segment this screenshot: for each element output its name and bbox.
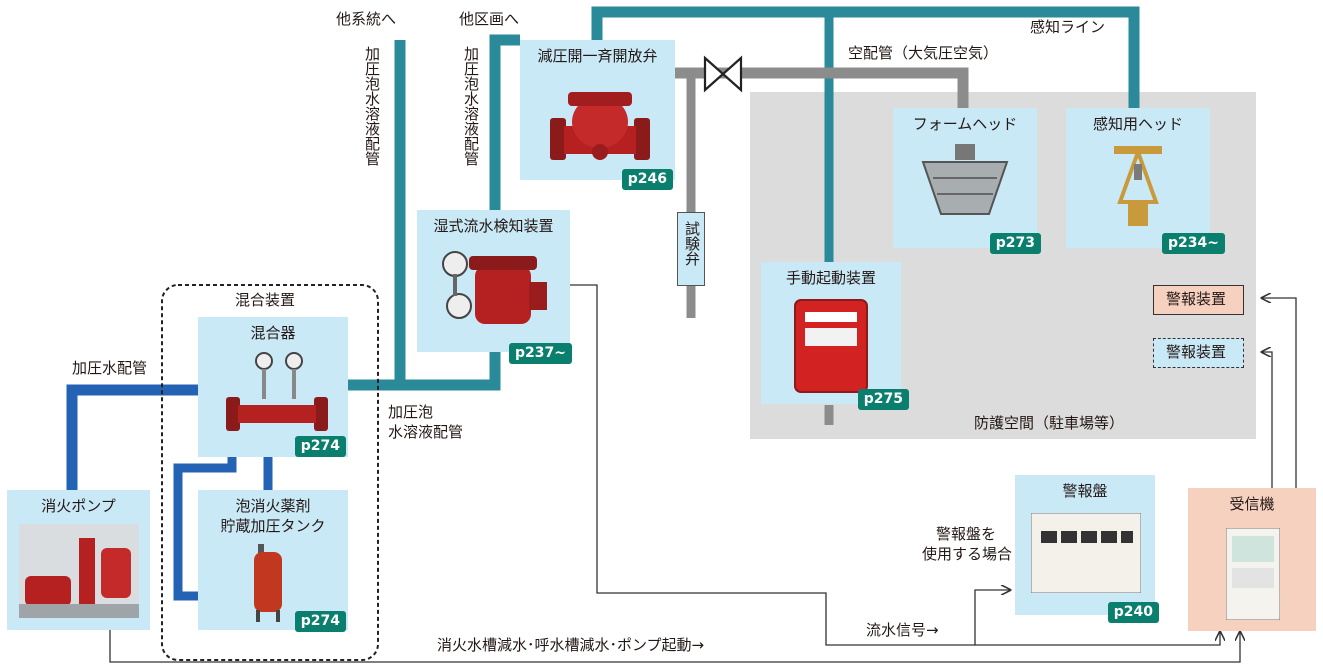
tank-title-2: 貯蔵加圧タンク xyxy=(220,517,326,535)
mixing-unit-outline xyxy=(161,284,379,661)
manual-start-title: 手動起動装置 xyxy=(785,269,876,287)
tank-signal-line xyxy=(109,630,1240,663)
label-air-pipe: 空配管（大気圧空気） xyxy=(848,44,999,62)
pressurized-water-pipe xyxy=(66,384,200,490)
release-valve-image xyxy=(550,92,650,160)
alarm-signal-line-1 xyxy=(1262,298,1297,488)
air-pipe xyxy=(675,67,969,108)
label-protected-space: 防護空間（駐車場等） xyxy=(974,414,1125,432)
label-to-other-system: 他系統へ xyxy=(336,10,397,28)
mixer-title: 混合器 xyxy=(250,324,296,342)
mixer-image xyxy=(226,352,328,431)
mixer-box[interactable]: 混合器 p274 xyxy=(198,317,348,457)
wet-detector-title: 湿式流水検知装置 xyxy=(433,217,554,235)
alarm-device-2-label: 警報装置 xyxy=(1166,343,1227,361)
label-panel-note-2: 使用する場合 xyxy=(922,545,1013,563)
label-sensing-line: 感知ライン xyxy=(1030,18,1106,36)
foam-pipe-riser xyxy=(489,34,520,210)
valve-box[interactable]: 減圧開一斉開放弁 p246 xyxy=(520,40,675,190)
alarm-device-1-label: 警報装置 xyxy=(1166,290,1227,308)
valve-title: 減圧開一斉開放弁 xyxy=(537,47,658,65)
flow-signal-to-receiver xyxy=(975,632,1220,646)
label-panel-note-1: 警報盤を xyxy=(936,525,997,543)
tank-page-badge[interactable]: p274 xyxy=(294,611,346,632)
tank-feed-pipe xyxy=(173,455,237,601)
sensing-line xyxy=(591,6,1140,110)
tank-image xyxy=(254,544,282,622)
wet-detector-image xyxy=(442,251,547,324)
receiver-image xyxy=(1226,528,1280,620)
pump-title: 消火ポンプ xyxy=(41,497,116,515)
wet-detector-page-badge[interactable]: p237~ xyxy=(509,343,572,364)
gate-valve-symbol xyxy=(703,55,743,93)
test-valve-box: 試験弁 xyxy=(677,212,705,286)
label-pressurized-foam-pipe-mid: 加圧泡水溶液配管 xyxy=(462,46,480,166)
label-tank-signal: 消火水槽減水･呼水槽減水･ポンプ起動→ xyxy=(437,636,705,654)
alarm-panel-image xyxy=(1031,513,1141,593)
sensing-head-box[interactable]: 感知用ヘッド p234~ xyxy=(1066,108,1225,254)
label-to-other-zone: 他区画へ xyxy=(459,10,520,28)
label-pressurized-foam-pipe-left: 加圧泡水溶液配管 xyxy=(363,46,381,166)
alarm-device-2[interactable]: 警報装置 xyxy=(1153,338,1244,368)
valve-page-badge[interactable]: p246 xyxy=(621,169,673,190)
pump-image xyxy=(19,524,139,618)
foam-head-page-badge[interactable]: p273 xyxy=(989,233,1041,254)
sensing-head-page-badge[interactable]: p234~ xyxy=(1162,233,1225,254)
mixer-page-badge[interactable]: p274 xyxy=(294,436,346,457)
label-mixing-unit: 混合装置 xyxy=(235,291,296,309)
test-valve-label: 試験弁 xyxy=(683,221,701,266)
tank-box[interactable]: 泡消火薬剤 貯蔵加圧タンク p274 xyxy=(198,490,348,632)
receiver-box[interactable]: 受信機 xyxy=(1188,488,1316,631)
foam-head-title: フォームヘッド xyxy=(912,115,1018,133)
flow-signal-line xyxy=(570,284,1010,646)
manual-start-box[interactable]: 手動起動装置 p275 xyxy=(761,262,909,410)
foam-solution-pipe xyxy=(338,352,501,391)
manual-start-image xyxy=(794,299,868,393)
manual-start-page-badge[interactable]: p275 xyxy=(857,389,909,410)
alarm-device-1[interactable]: 警報装置 xyxy=(1153,285,1244,315)
wet-detector-box[interactable]: 湿式流水検知装置 p237~ xyxy=(417,210,572,364)
label-foam-pipe-bottom-2: 水溶液配管 xyxy=(388,423,464,441)
label-foam-pipe-bottom-1: 加圧泡 xyxy=(388,403,434,421)
alarm-panel-title: 警報盤 xyxy=(1062,482,1108,500)
label-pressurized-water-pipe: 加圧水配管 xyxy=(72,359,148,377)
tank-title-1: 泡消火薬剤 xyxy=(235,497,311,515)
alarm-signal-line-2 xyxy=(1262,352,1273,488)
alarm-panel-page-badge[interactable]: p240 xyxy=(1107,602,1159,623)
receiver-title: 受信機 xyxy=(1229,495,1275,513)
pump-box[interactable]: 消火ポンプ xyxy=(7,490,150,630)
foam-head-box[interactable]: フォームヘッド p273 xyxy=(893,108,1041,254)
label-flow-signal: 流水信号→ xyxy=(866,621,939,639)
sensing-head-title: 感知用ヘッド xyxy=(1092,115,1183,133)
alarm-panel-box[interactable]: 警報盤 p240 xyxy=(1015,475,1159,623)
sensing-head-image xyxy=(1114,146,1162,226)
foam-head-image xyxy=(921,144,1009,215)
